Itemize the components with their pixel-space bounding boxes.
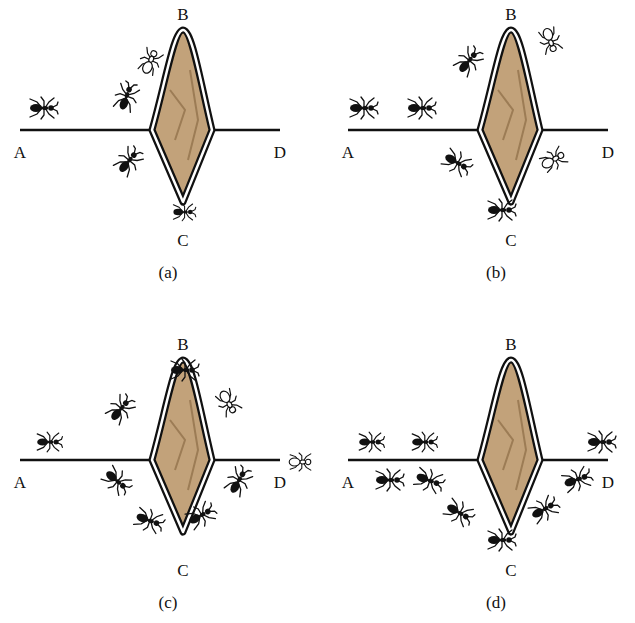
point-label: C [505, 232, 516, 249]
panel-caption: (b) [486, 264, 506, 281]
point-label: A [342, 474, 354, 491]
point-label: A [14, 144, 26, 161]
point-label: D [602, 144, 614, 161]
point-label: B [505, 6, 516, 23]
point-label: D [602, 474, 614, 491]
panel-caption: (d) [486, 594, 506, 611]
point-label: C [505, 562, 516, 579]
panel-caption: (a) [159, 264, 178, 281]
point-label: B [505, 336, 516, 353]
point-label: A [342, 144, 354, 161]
panel-caption: (c) [159, 594, 178, 611]
point-label: C [177, 562, 188, 579]
point-label: B [177, 336, 188, 353]
point-label: B [177, 6, 188, 23]
point-label: C [177, 232, 188, 249]
point-label: A [14, 474, 26, 491]
point-label: D [274, 144, 286, 161]
point-label: D [274, 474, 286, 491]
